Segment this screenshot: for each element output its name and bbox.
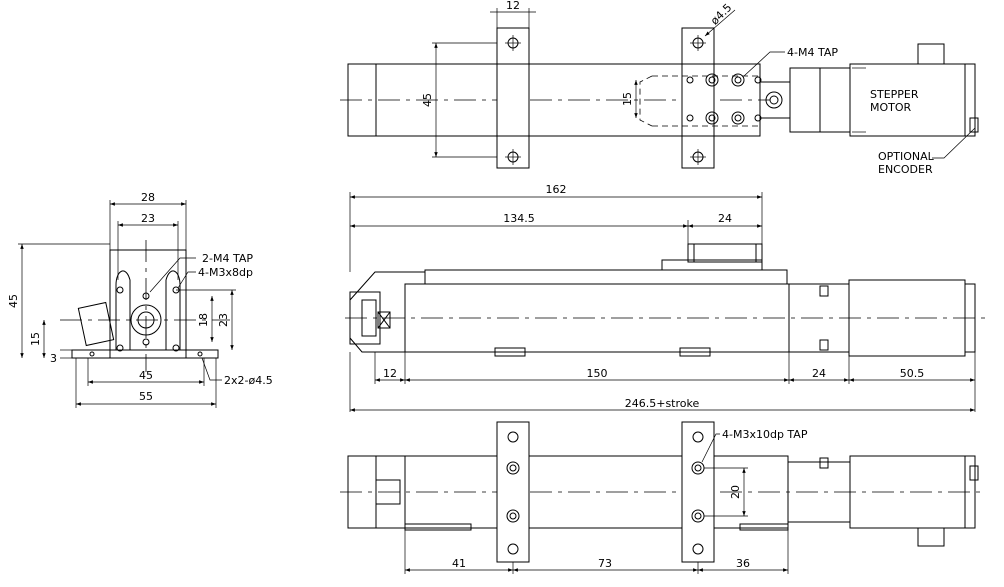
dim-134-5: 134.5 <box>503 212 535 225</box>
dim-end-45-holes: 45 <box>139 369 153 382</box>
dim-end-3: 3 <box>50 352 57 365</box>
encoder-label-line-1: OPTIONAL <box>878 150 935 163</box>
knob-icon <box>765 91 783 109</box>
dim-end-15: 15 <box>29 332 42 346</box>
bottom-mount-tab-left <box>496 421 530 563</box>
dim-tab-span: 45 <box>421 93 434 107</box>
dim-end-28: 28 <box>141 191 155 204</box>
dim-end-18: 18 <box>197 313 210 327</box>
end-hole-label: 2x2-ø4.5 <box>224 374 273 387</box>
dim-150: 150 <box>587 367 608 380</box>
top-view: 12 ø4.5 45 15 4-M4 TAP STEPPER MOTOR OPT… <box>340 0 979 176</box>
dim-tap-span: 15 <box>621 92 634 106</box>
bottom-motor <box>849 455 966 529</box>
side-view: 162 134.5 24 12 150 24 50.5 246.5+stroke <box>345 183 985 412</box>
end-view-body <box>109 249 187 359</box>
dim-162: 162 <box>546 183 567 196</box>
dim-20: 20 <box>729 485 742 499</box>
bottom-mount-tab-right <box>681 421 715 563</box>
motor-label-line-2: MOTOR <box>870 101 912 114</box>
bottom-tap-holes <box>506 461 705 523</box>
dim-end-55: 55 <box>139 390 153 403</box>
dim-end-23: 23 <box>141 212 155 225</box>
dim-73: 73 <box>598 557 612 570</box>
end-tap-label: 2-M4 TAP <box>202 252 253 265</box>
encoder-label-line-2: ENCODER <box>878 163 933 176</box>
tap-label-top: 4-M4 TAP <box>787 46 838 59</box>
dim-36: 36 <box>736 557 750 570</box>
bottom-view: 4-M3x10dp TAP 20 41 73 36 <box>340 421 985 574</box>
dim-12: 12 <box>383 367 397 380</box>
side-carriage-top <box>687 243 763 263</box>
dim-24: 24 <box>812 367 826 380</box>
bottom-tap-label: 4-M3x10dp TAP <box>722 428 808 441</box>
dim-41: 41 <box>452 557 466 570</box>
dim-total-length: 246.5+stroke <box>625 397 700 410</box>
dim-50-5: 50.5 <box>900 367 925 380</box>
motor-label-line-1: STEPPER <box>870 88 919 101</box>
end-tap-label-2: 4-M3x8dp <box>198 266 253 279</box>
top-tap-holes <box>686 73 762 125</box>
dim-24-top: 24 <box>718 212 732 225</box>
dim-end-23-vert: 23 <box>217 313 230 327</box>
dim-tab-width: 12 <box>506 0 520 12</box>
end-view: 28 23 2-M4 TAP 4-M3x8dp 45 15 3 18 23 45… <box>7 191 273 408</box>
dim-end-45-height: 45 <box>7 294 20 308</box>
